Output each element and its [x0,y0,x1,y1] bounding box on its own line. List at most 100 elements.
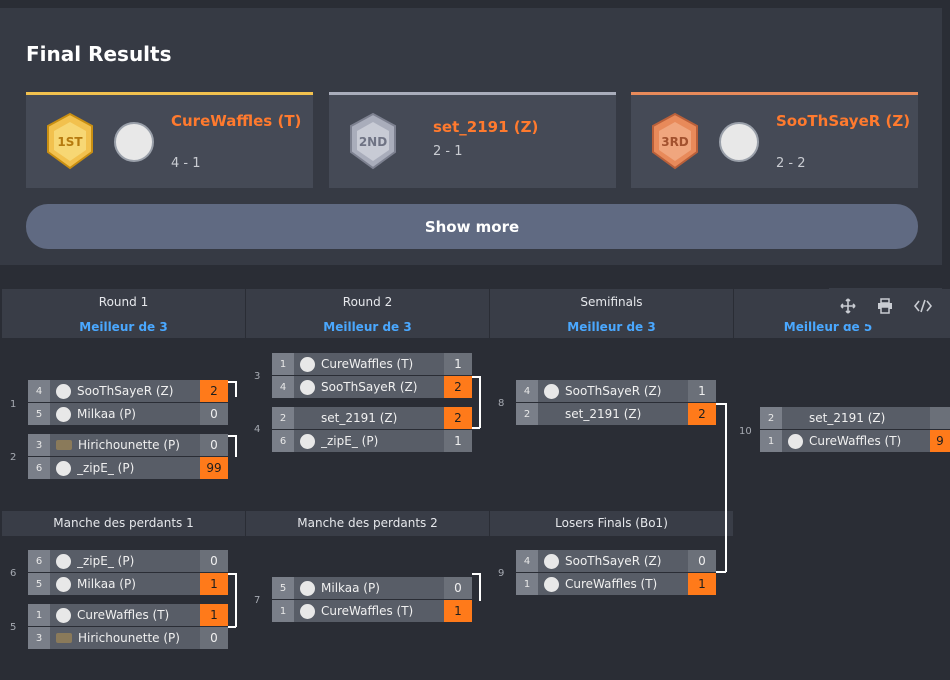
bracket-connector [235,573,237,627]
bracket-connector [228,381,236,383]
race-icon [56,553,71,569]
silver-medal-icon: 2ND [350,112,396,170]
player-score: 1 [200,604,228,626]
seed-number: 5 [28,403,50,425]
race-icon [788,433,803,449]
show-more-button[interactable]: Show more [26,204,918,249]
second-place-score: 2 - 1 [433,144,463,159]
race-icon [300,379,315,395]
race-icon [544,383,559,399]
match-slot[interactable]: 6_zipE_ (P)1 [272,430,472,452]
match-slot[interactable]: 6_zipE_ (P)0 [28,550,228,572]
player-score: 1 [688,380,716,402]
player-score: 2 [444,376,472,398]
race-icon [56,383,71,399]
second-place-name[interactable]: set_2191 (Z) [433,118,539,136]
final-results-title: Final Results [26,42,172,66]
gold-medal-icon: 1ST [47,112,93,170]
seed-number: 2 [516,403,538,425]
race-icon [300,580,315,596]
seed-number: 5 [28,573,50,595]
player-name: _zipE_ (P) [77,554,135,568]
bracket-connector [228,573,236,575]
player-name: CureWaffles (T) [809,434,902,448]
print-icon[interactable] [873,294,897,318]
match-slot[interactable]: 4 SooThSayeR (Z) 1 [516,380,716,402]
first-place-bar [26,92,313,95]
bracket-connector [716,403,726,405]
player-name: CureWaffles (T) [77,608,170,622]
player-score: 0 [200,627,228,649]
match-number: 4 [254,424,261,435]
seed-number: 1 [272,353,294,375]
seed-number: 4 [28,380,50,402]
seed-number: 6 [28,457,50,479]
match-slot[interactable]: 6_zipE_ (P)99 [28,457,228,479]
semifinals-title: Semifinals [580,295,643,309]
move-icon[interactable] [836,294,860,318]
player-flag-icon [56,440,72,450]
seed-number: 1 [760,430,782,452]
bracket-connector [725,403,727,572]
empty-race-icon [788,411,803,426]
bracket-connector [716,571,726,573]
first-place-score: 4 - 1 [171,156,201,171]
seed-number: 3 [28,627,50,649]
match-slot[interactable]: 1 CureWaffles (T) 9 [760,430,950,452]
losers-finals-header: Losers Finals (Bo1) [490,511,733,536]
bracket-connector [235,381,237,397]
player-score: 0 [200,550,228,572]
player-name: SooThSayeR (Z) [77,384,174,398]
player-score: 9 [930,430,950,452]
player-score: 0 [200,434,228,456]
bracket-connector [235,435,237,457]
race-icon [544,576,559,592]
player-name: Hirichounette (P) [78,438,180,452]
bracket-connector [228,626,236,628]
player-score: 0 [200,403,228,425]
third-place-bar [631,92,918,95]
player-name: SooThSayeR (Z) [565,384,662,398]
player-name: set_2191 (Z) [565,407,642,421]
third-place-name[interactable]: SooThSayeR (Z) [776,112,911,130]
second-badge-text: 2ND [359,135,387,149]
bracket-toolbar [829,288,942,324]
race-icon [719,122,759,162]
place-card-second: 2ND set_2191 (Z) 2 - 1 [329,92,616,188]
match-number: 9 [498,568,505,579]
match-number: 3 [254,371,261,382]
race-icon [114,122,154,162]
round-2-title: Round 2 [342,295,393,309]
code-icon[interactable] [911,294,935,318]
race-icon [56,607,71,623]
first-place-name[interactable]: CureWaffles (T) [171,112,302,130]
seed-number: 4 [516,380,538,402]
seed-number: 4 [272,376,294,398]
player-name: Milkaa (P) [77,577,136,591]
